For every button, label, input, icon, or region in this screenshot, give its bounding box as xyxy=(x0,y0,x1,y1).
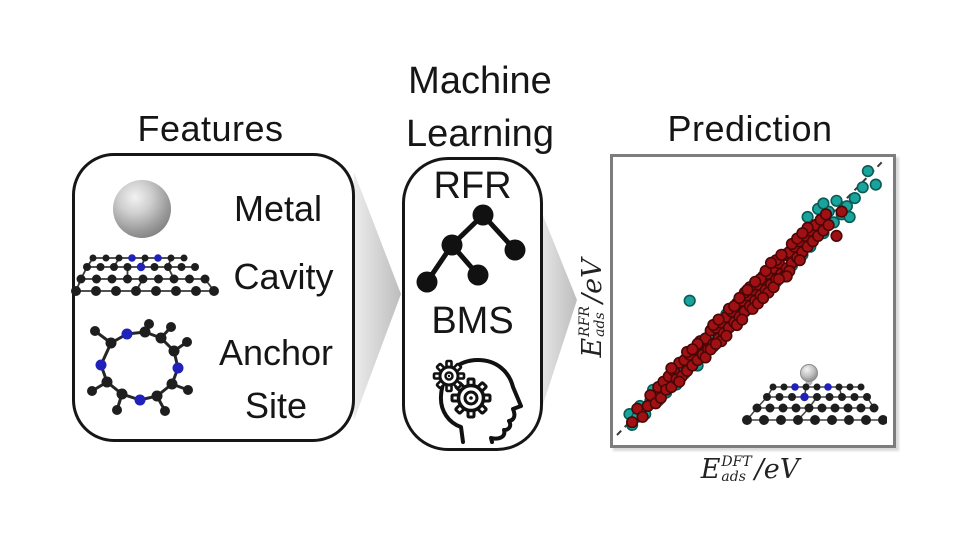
scatter-point xyxy=(736,313,749,326)
scatter-point xyxy=(856,181,869,194)
scatter-point xyxy=(757,291,770,305)
molecule-inset-icon xyxy=(742,364,887,425)
scatter-point xyxy=(861,165,874,178)
scatter-point xyxy=(764,256,778,269)
scatter-point xyxy=(793,254,806,267)
scatter-point xyxy=(626,416,639,429)
scatter-point xyxy=(835,205,848,218)
ml-title-line1: Machine xyxy=(408,60,552,102)
y-axis-superscript: RFR xyxy=(577,306,594,337)
scatter-point xyxy=(683,294,696,307)
scatter-plot-area xyxy=(616,160,887,436)
ml-title-line2: Learning xyxy=(406,113,554,155)
scatter-point xyxy=(712,313,725,326)
scatter-point xyxy=(749,275,762,288)
parity-plot xyxy=(610,154,896,448)
scatter-point xyxy=(741,283,754,296)
scatter-point xyxy=(720,329,733,342)
scatter-point xyxy=(796,227,809,240)
anchor-site-label: Anchor Site xyxy=(201,326,351,432)
ml-panel: RFR BMS xyxy=(402,157,543,451)
x-axis-label: E DFT ads /eV xyxy=(640,448,860,490)
prediction-title: Prediction xyxy=(667,108,833,149)
scatter-point xyxy=(733,291,746,305)
arrow-chevron-icon xyxy=(354,172,401,420)
scatter-point xyxy=(869,178,882,191)
arrow-chevron-icon xyxy=(536,198,577,426)
features-title: Features xyxy=(137,108,284,149)
graphene-cavity-icon xyxy=(71,254,219,296)
scatter-point xyxy=(830,194,843,207)
decision-tree-icon xyxy=(416,204,526,293)
metal-sphere-icon xyxy=(113,180,171,238)
scatter-point xyxy=(709,337,722,350)
scatter-point xyxy=(673,375,686,388)
x-axis-unit: /eV xyxy=(754,453,800,485)
x-axis-superscript: DFT xyxy=(721,454,752,471)
scatter-point xyxy=(775,248,788,261)
scatter-point xyxy=(830,229,843,242)
rfr-label: RFR xyxy=(433,165,512,207)
scatter-point xyxy=(636,410,649,423)
metal-label: Metal xyxy=(233,188,323,229)
features-panel: Metal Cavity xyxy=(71,153,355,442)
scatter-point xyxy=(822,218,835,232)
scatter-point xyxy=(772,272,785,286)
y-axis-subscript: ads xyxy=(592,312,608,337)
bms-label: BMS xyxy=(431,300,514,342)
scatter-point xyxy=(848,191,861,205)
scatter-point xyxy=(819,208,833,221)
ml-title: Machine Learning xyxy=(390,55,570,161)
scatter-point xyxy=(665,362,678,375)
scatter-points xyxy=(623,165,882,432)
y-axis-label: E RFR ads /eV xyxy=(562,228,622,388)
x-axis-subscript: ads xyxy=(721,469,746,485)
cavity-label: Cavity xyxy=(233,256,334,297)
anchor-site-icon xyxy=(87,319,193,416)
y-axis-unit: /eV xyxy=(576,258,608,304)
anchor-label-line1: Anchor xyxy=(218,332,334,373)
scatter-point xyxy=(817,197,830,210)
x-axis-variable: E xyxy=(700,453,721,485)
anchor-label-line2: Site xyxy=(244,385,308,426)
scatter-point xyxy=(686,343,699,356)
y-axis-variable: E xyxy=(576,337,608,358)
brain-gears-icon xyxy=(432,358,523,444)
